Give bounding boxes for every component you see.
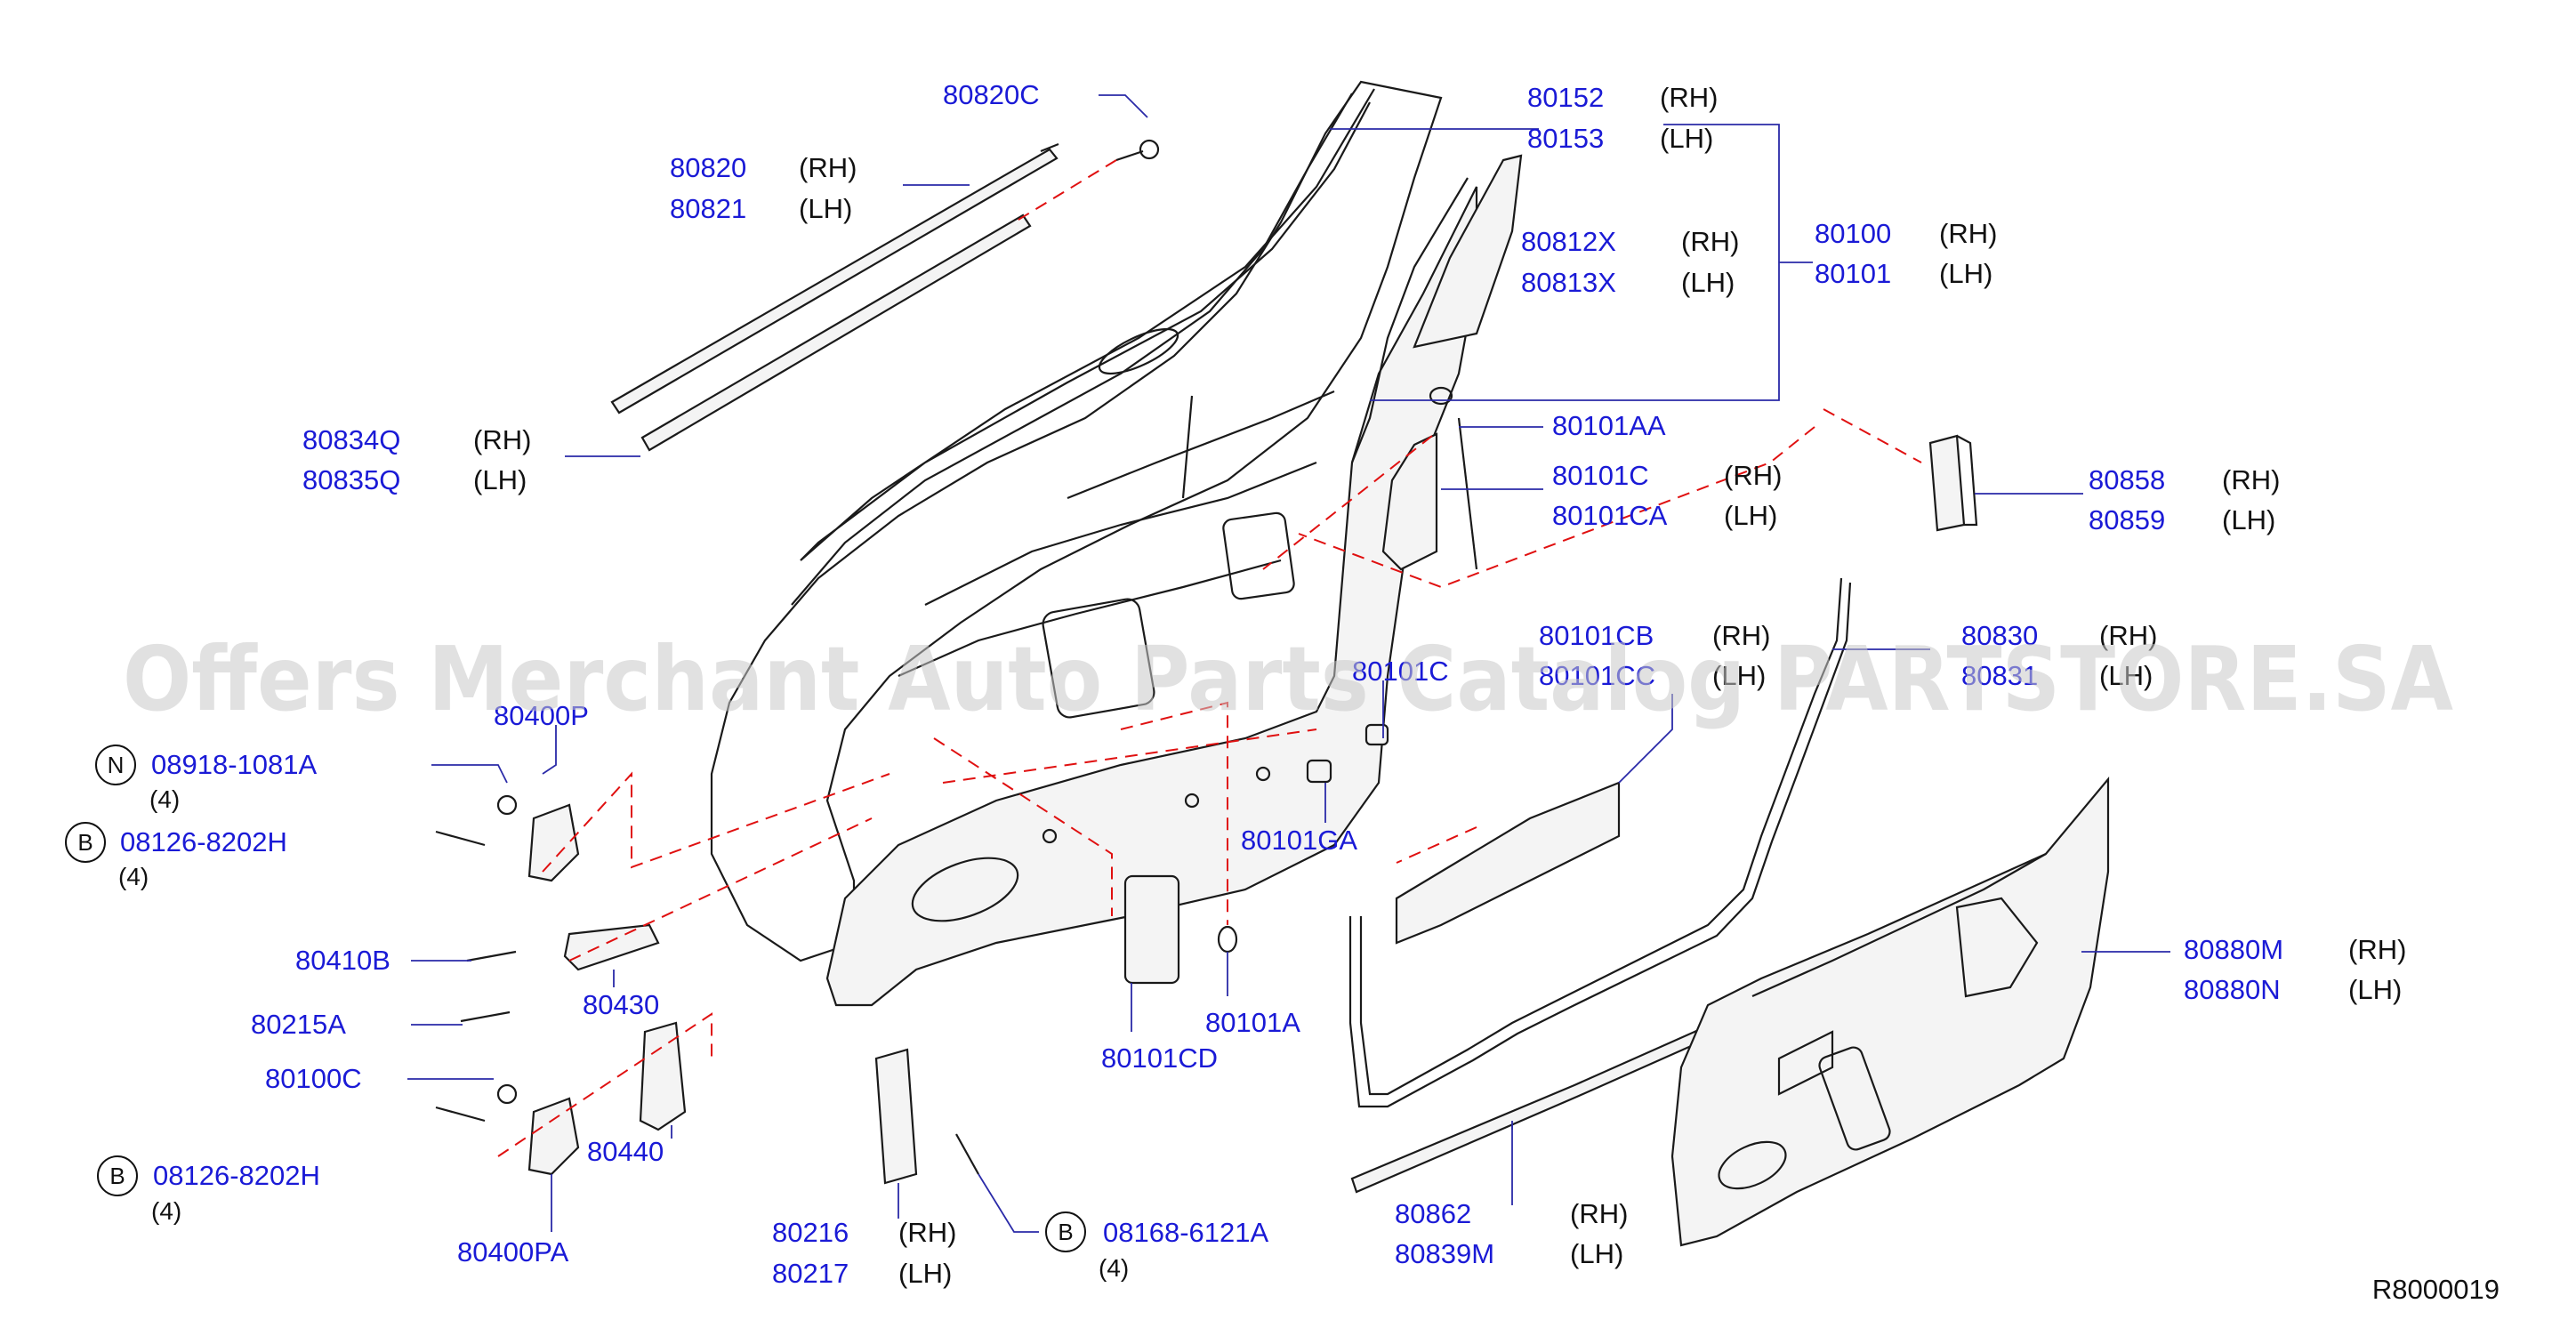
weatherstrip-art [1348,577,1874,1194]
side-80858: (RH) [2222,464,2280,495]
part-80153[interactable]: 80153 [1527,123,1604,154]
part-80821[interactable]: 80821 [670,193,746,224]
part-80216[interactable]: 80216 [772,1217,849,1248]
part-80858[interactable]: 80858 [2089,464,2165,495]
dashed-guides [497,159,1922,1157]
side-80101CB: (RH) [1712,620,1770,651]
side-80813X: (LH) [1681,267,1735,298]
part-80101CA[interactable]: 80101CA [1552,500,1668,531]
nut-symbol-circle [95,745,136,785]
part-80430[interactable]: 80430 [583,989,659,1020]
part-80831[interactable]: 80831 [1961,660,2038,691]
part-80440[interactable]: 80440 [587,1136,664,1167]
side-80101CA: (LH) [1724,500,1777,531]
diagram-reference-code: R8000019 [2372,1274,2500,1305]
part-80100[interactable]: 80100 [1815,218,1891,249]
part-80215A[interactable]: 80215A [251,1009,346,1040]
side-80839M: (LH) [1570,1238,1623,1269]
part-80101GA[interactable]: 80101GA [1241,825,1357,856]
hinge-check-link-art [435,139,1160,1185]
nut-symbol: N [108,752,125,778]
part-80152[interactable]: 80152 [1527,82,1604,113]
bolt-symbol-circle-lower [97,1155,138,1196]
part-80101C-clip[interactable]: 80101C [1352,656,1449,687]
side-80153: (LH) [1660,123,1713,154]
side-80101: (LH) [1939,258,1992,289]
side-80100: (RH) [1939,218,1997,249]
part-80820[interactable]: 80820 [670,152,746,183]
side-80830: (RH) [2099,620,2157,651]
window-frame-art [800,88,1469,561]
part-80410B[interactable]: 80410B [295,945,390,976]
part-80880N[interactable]: 80880N [2184,974,2281,1005]
side-80152: (RH) [1660,82,1718,113]
side-80821: (LH) [799,193,852,224]
bolt-symbol-upper: B [77,829,93,856]
side-80812X: (RH) [1681,226,1739,257]
part-80400PA[interactable]: 80400PA [457,1236,569,1268]
part-80101C[interactable]: 80101C [1552,460,1649,491]
part-80101AA[interactable]: 80101AA [1552,410,1666,441]
bolt-symbol-circle-upper [65,822,106,863]
part-80813X[interactable]: 80813X [1521,267,1616,298]
part-80880M[interactable]: 80880M [2184,934,2283,965]
side-80831: (LH) [2099,660,2153,691]
part-80101CD[interactable]: 80101CD [1101,1042,1218,1074]
part-80101CC[interactable]: 80101CC [1539,660,1655,691]
bolt-symbol-lower: B [109,1163,125,1189]
door-shell-art [710,80,1478,1007]
part-08168-6121A[interactable]: 08168-6121A [1103,1217,1268,1248]
bolt-symbol-circle-striker [1045,1211,1086,1252]
part-80859[interactable]: 80859 [2089,504,2165,535]
part-80101A[interactable]: 80101A [1205,1007,1300,1038]
side-80862: (RH) [1570,1198,1628,1229]
side-80101C: (RH) [1724,460,1782,491]
part-80400P[interactable]: 80400P [494,700,589,731]
part-80101[interactable]: 80101 [1815,258,1891,289]
side-80216: (RH) [898,1217,956,1248]
leader-lines [407,94,2170,1233]
fastener-and-seal-art [1123,386,1453,985]
qty-08126-8202H-upper: (4) [118,863,149,890]
side-80820: (RH) [799,152,857,183]
glass-run-strip-art [610,142,1978,571]
side-80835Q: (LH) [473,464,527,495]
part-80839M[interactable]: 80839M [1395,1238,1494,1269]
side-80217: (LH) [898,1258,952,1289]
part-80835Q[interactable]: 80835Q [302,464,400,495]
part-08918-1081A[interactable]: 08918-1081A [151,749,317,780]
side-80101CC: (LH) [1712,660,1766,691]
part-08126-8202H-lower[interactable]: 08126-8202H [153,1160,320,1191]
side-80834Q: (RH) [473,424,531,455]
part-80101CB[interactable]: 80101CB [1539,620,1654,651]
part-80100C[interactable]: 80100C [265,1063,362,1094]
bolt-symbol-striker: B [1058,1219,1073,1245]
part-80217[interactable]: 80217 [772,1258,849,1289]
qty-08918-1081A: (4) [149,785,180,813]
qty-08126-8202H-lower: (4) [151,1197,181,1225]
door-trim-art [1670,776,2110,1247]
part-labels: 80820C 80820 (RH) 80821 (LH) 80152 (RH) … [118,79,2406,1289]
part-80820C[interactable]: 80820C [943,79,1040,110]
side-80880M: (RH) [2348,934,2406,965]
part-08126-8202H-upper[interactable]: 08126-8202H [120,826,287,857]
part-80812X[interactable]: 80812X [1521,226,1616,257]
circle-symbols: N B B B [65,745,1086,1252]
side-80880N: (LH) [2348,974,2402,1005]
part-80862[interactable]: 80862 [1395,1198,1471,1229]
qty-08168-6121A: (4) [1099,1254,1129,1282]
watermark-text: Offers Merchant Auto Parts Catalog PARTS… [123,627,2453,731]
part-80830[interactable]: 80830 [1961,620,2038,651]
side-80859: (LH) [2222,504,2275,535]
part-80834Q[interactable]: 80834Q [302,424,400,455]
